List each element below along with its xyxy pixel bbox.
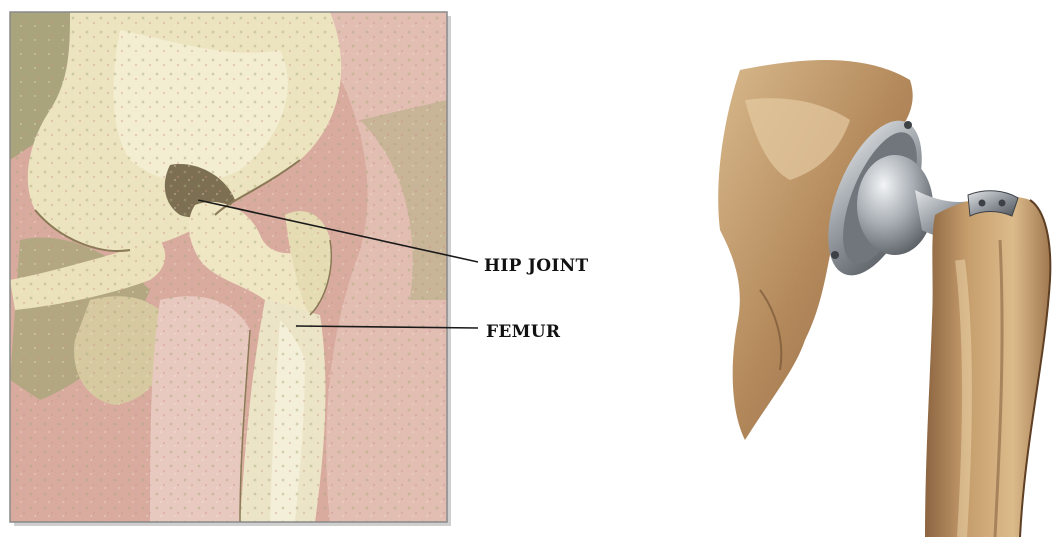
hip-joint-label: HIP JOINT [484,256,588,276]
femur-label: FEMUR [486,322,560,342]
hip-implant-illustration [700,40,1061,537]
femur-bone [925,196,1050,537]
